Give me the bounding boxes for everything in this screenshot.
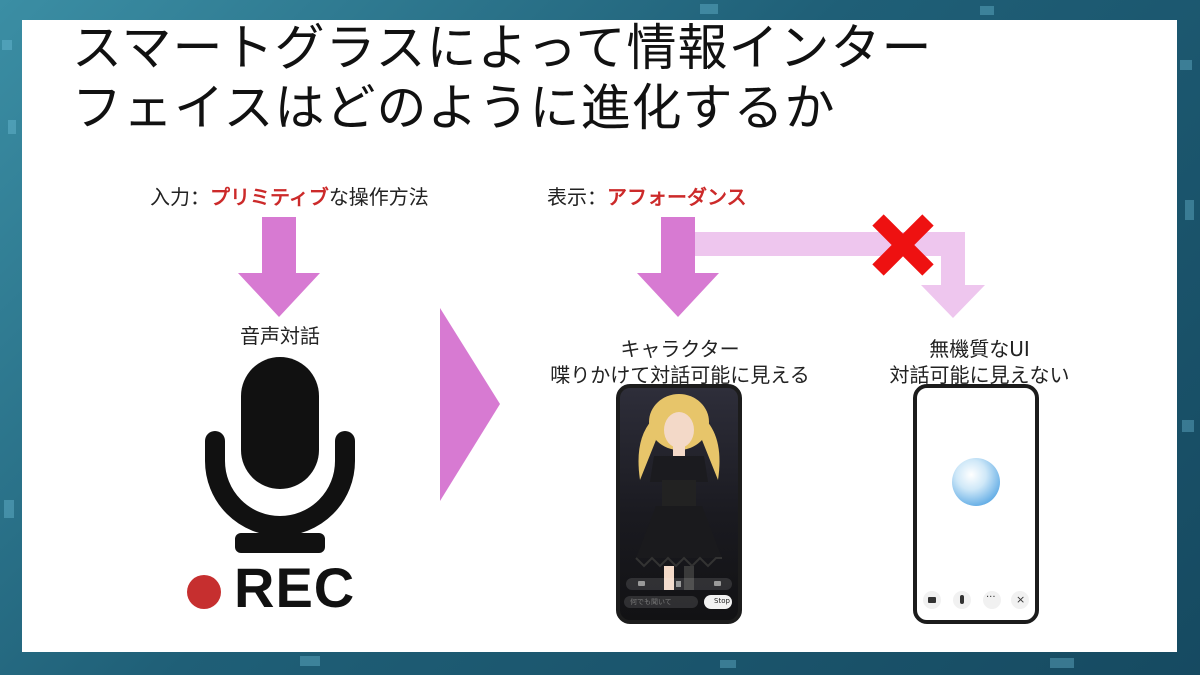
stop-button[interactable]: Stop (704, 595, 732, 609)
voice-orb (952, 458, 1000, 506)
down-arrow-icon (637, 217, 719, 317)
plain-ui-caption-line-2: 対話可能に見えない (889, 363, 1070, 387)
input-label-highlight: プリミティブ (210, 185, 329, 209)
microphone-icon (205, 357, 355, 553)
down-arrow-icon (238, 217, 320, 317)
message-input[interactable]: 何でも聞いて (624, 596, 698, 608)
character-caption-line-1: キャラクター (620, 337, 740, 361)
input-label: 入力：プリミティブな操作方法 (150, 181, 429, 210)
rec-label: REC (234, 556, 356, 619)
transition-triangle-icon (440, 308, 500, 501)
display-label: 表示：アフォーダンス (547, 181, 747, 210)
input-label-prefix: 入力： (150, 185, 210, 209)
voice-dialogue-caption: 音声対話 (240, 324, 320, 348)
plain-ui-caption-line-1: 無機質なUI (929, 337, 1030, 361)
camera-button[interactable] (923, 591, 941, 609)
call-controls-bar (626, 578, 732, 590)
cross-icon (872, 214, 934, 276)
connector-arrow-icon (690, 232, 985, 318)
close-button[interactable]: × (1011, 591, 1029, 609)
microphone-button[interactable] (953, 591, 971, 609)
character-caption-line-2: 喋りかけて対話可能に見える (550, 363, 810, 387)
title-line-2: フェイスはどのように進化するか (72, 79, 836, 137)
plain-ui-caption: 無機質なUI 対話可能に見えない (872, 336, 1087, 388)
input-label-suffix: な操作方法 (328, 185, 429, 209)
close-icon: × (1016, 593, 1026, 606)
character-caption: キャラクター 喋りかけて対話可能に見える (530, 336, 830, 388)
phone-plain-ui-mockup: ··· × (913, 384, 1039, 624)
more-button[interactable]: ··· (983, 591, 1001, 609)
phone-character-mockup: 何でも聞いて Stop (616, 384, 742, 624)
character-illustration (635, 394, 722, 590)
title-line-1: スマートグラスによって情報インター (72, 19, 933, 77)
camera-icon[interactable] (638, 581, 645, 586)
display-label-highlight: アフォーダンス (607, 185, 747, 209)
camera-icon (928, 597, 936, 603)
stop-button-label: Stop (714, 597, 730, 605)
display-label-prefix: 表示： (547, 185, 607, 209)
video-icon[interactable] (714, 581, 721, 586)
more-icon: ··· (986, 592, 996, 603)
mic-icon (960, 595, 964, 604)
record-dot-icon (187, 575, 221, 609)
slide-title: スマートグラスによって情報インター フェイスはどのように進化するか (72, 18, 933, 138)
message-input-placeholder: 何でも聞いて (630, 598, 672, 606)
speaker-icon[interactable] (676, 581, 681, 587)
